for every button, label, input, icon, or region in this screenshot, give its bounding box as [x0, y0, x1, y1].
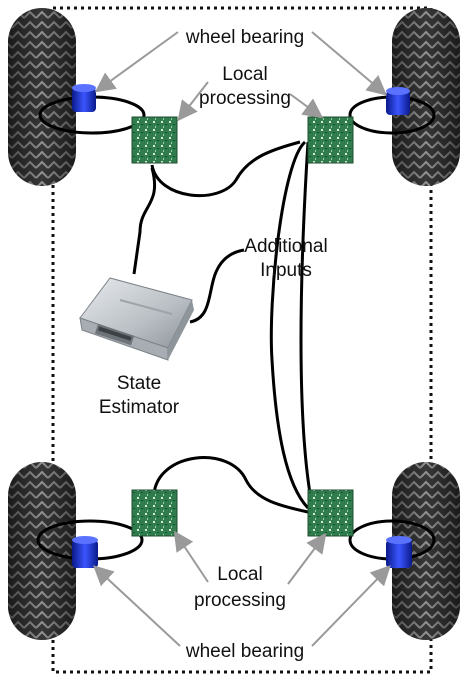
cable	[189, 248, 245, 324]
wheel-bearing-icon	[386, 87, 410, 115]
cable	[152, 456, 309, 514]
cable	[132, 167, 157, 275]
label-wheel-bearing-bottom: wheel bearing	[185, 641, 304, 662]
wheel-bearing-icon	[72, 536, 98, 568]
label-local-processing-top-line1: Local	[222, 64, 267, 85]
label-local-processing-top-line2: processing	[199, 88, 291, 109]
label-wheel-bearing-top: wheel bearing	[185, 27, 304, 48]
tire-icon	[8, 8, 76, 186]
tire-icon	[392, 8, 460, 186]
label-state-estimator-line1: State	[117, 373, 161, 394]
ecu-module-icon	[79, 277, 194, 361]
cable	[269, 140, 310, 510]
circuit-board-icon	[307, 116, 354, 164]
wheel-bearing-icon	[72, 84, 96, 112]
vehicle-boundary	[51, 6, 433, 674]
wheel-bearing-icon	[386, 536, 412, 568]
label-additional-inputs-line2: Inputs	[260, 260, 312, 281]
cable	[299, 141, 314, 506]
circuit-board-icon	[131, 489, 178, 537]
label-state-estimator-line2: Estimator	[99, 397, 180, 418]
callout-arrows	[93, 31, 391, 647]
circuit-board-icon	[307, 489, 354, 537]
cable	[150, 140, 301, 198]
label-local-processing-bottom-line2: processing	[194, 590, 286, 611]
label-local-processing-bottom-line1: Local	[217, 564, 262, 585]
label-additional-inputs-line1: Additional	[244, 236, 327, 257]
wiring	[36, 95, 436, 561]
tire-icon	[8, 462, 76, 640]
circuit-board-icon	[131, 116, 178, 164]
